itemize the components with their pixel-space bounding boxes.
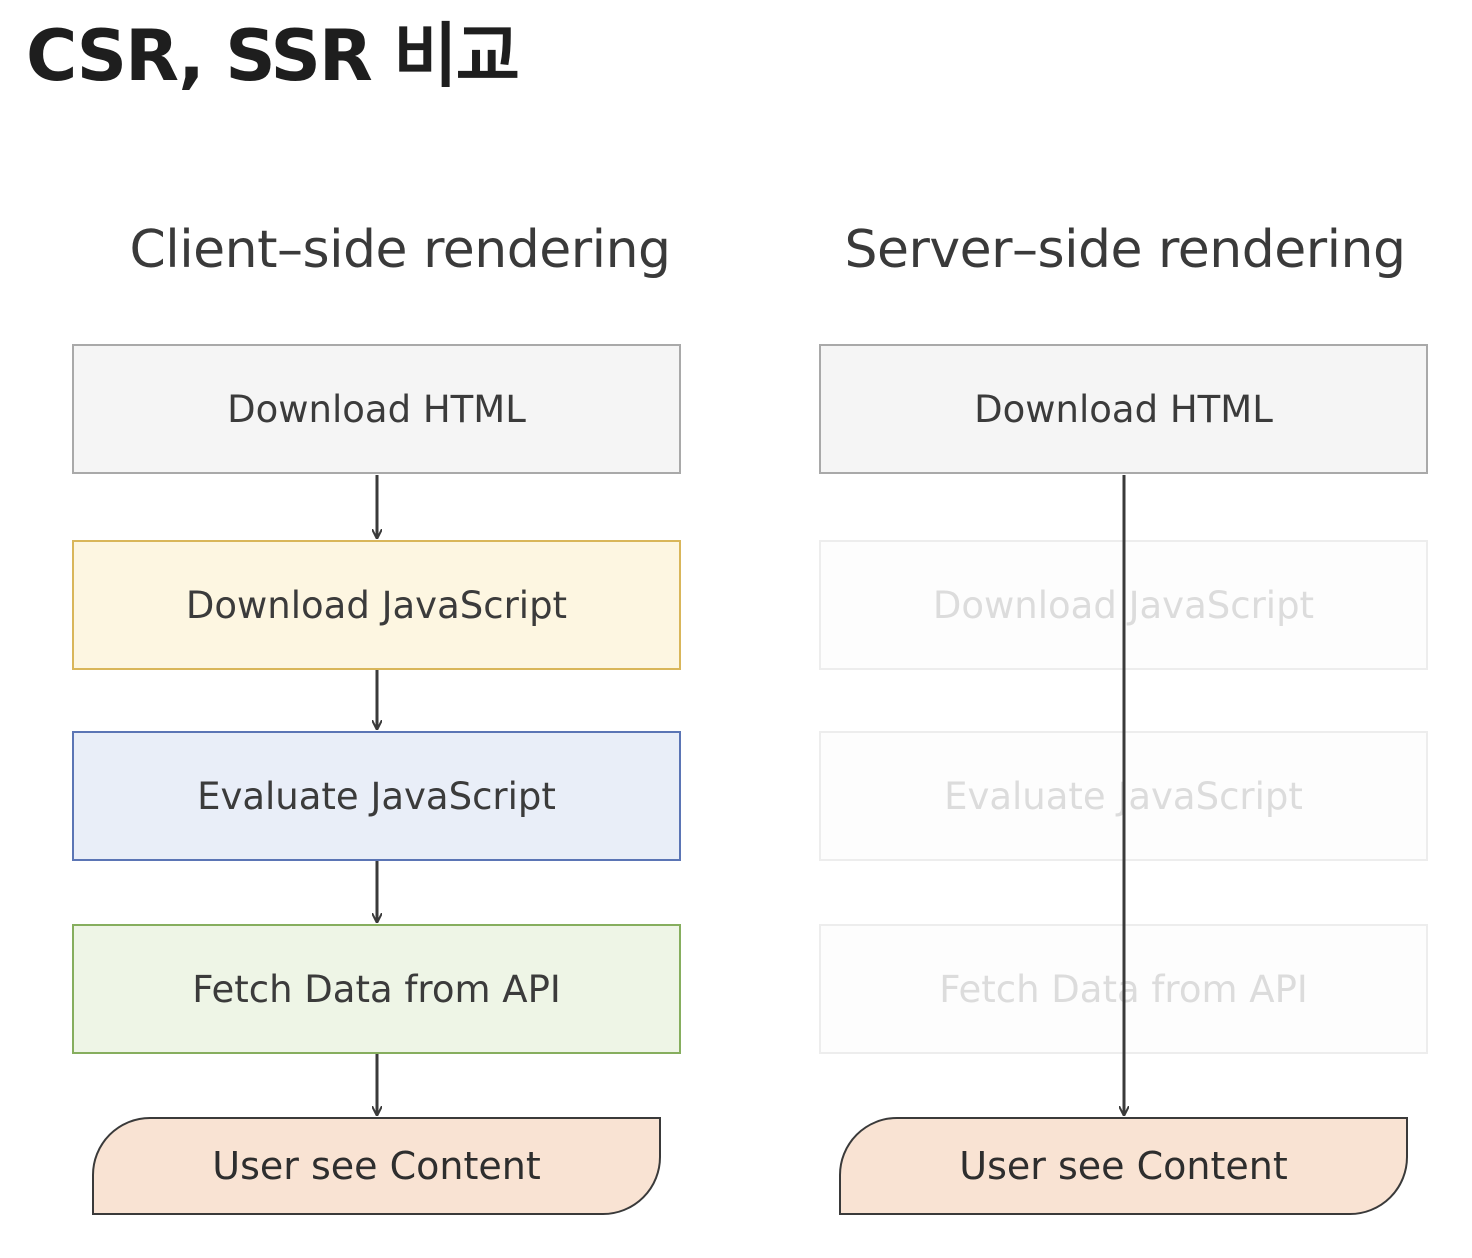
ssr-step-evaluate-javascript-faded: Evaluate JavaScript [819, 731, 1428, 861]
csr-step-download-javascript: Download JavaScript [72, 540, 681, 670]
csr-user-see-content: User see Content [92, 1117, 661, 1215]
csr-step-fetch-data: Fetch Data from API [72, 924, 681, 1054]
csr-heading: Client–side rendering [129, 220, 671, 280]
csr-step-evaluate-javascript: Evaluate JavaScript [72, 731, 681, 861]
ssr-user-see-content: User see Content [839, 1117, 1408, 1215]
ssr-step-download-javascript-faded: Download JavaScript [819, 540, 1428, 670]
ssr-step-download-html: Download HTML [819, 344, 1428, 474]
page-title: CSR, SSR 비교 [26, 15, 520, 97]
ssr-heading: Server–side rendering [844, 220, 1406, 280]
csr-step-download-html: Download HTML [72, 344, 681, 474]
ssr-step-fetch-data-faded: Fetch Data from API [819, 924, 1428, 1054]
